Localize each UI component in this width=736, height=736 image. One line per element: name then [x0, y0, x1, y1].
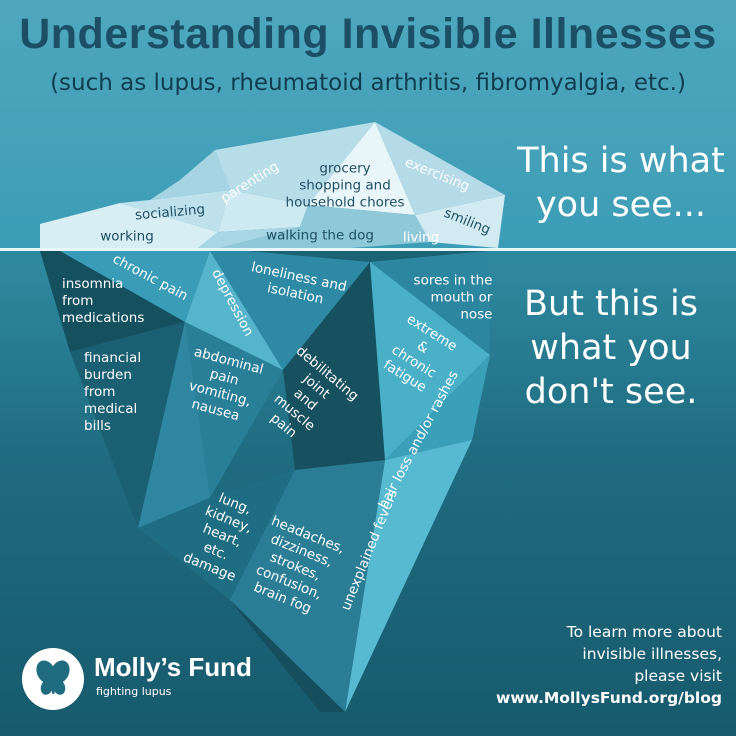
- brand-name: Molly’s Fund: [94, 652, 252, 682]
- call-to-action: To learn more about invisible illnesses,…: [496, 621, 722, 709]
- page-title: Understanding Invisible Illnesses: [19, 10, 717, 58]
- hidden-heading-line: But this is: [524, 284, 698, 324]
- label-grocery: grocery shopping and household chores: [285, 160, 405, 211]
- label-sores: sores in the mouth or nose: [413, 272, 493, 323]
- label-living: living: [402, 229, 440, 246]
- label-insomnia: insomnia from medications: [62, 276, 145, 326]
- label-working: working: [100, 228, 154, 245]
- cta-link[interactable]: www.MollysFund.org/blog: [496, 689, 722, 707]
- visible-heading: This is what you see...: [506, 139, 736, 227]
- iceberg-tip: [40, 122, 505, 248]
- cta-line: invisible illnesses,: [582, 645, 722, 663]
- label-financial: financial burden from medical bills: [84, 350, 142, 434]
- hidden-heading-line: what you: [530, 328, 692, 368]
- hidden-heading-line: don't see.: [524, 372, 698, 412]
- cta-line: To learn more about: [566, 623, 722, 641]
- brand-tagline: fighting lupus: [96, 685, 172, 698]
- visible-heading-line: you see...: [535, 185, 707, 225]
- label-walking-the-dog: walking the dog: [266, 227, 374, 244]
- cta-line: please visit: [634, 667, 722, 685]
- butterfly-logo-icon: [22, 648, 84, 710]
- hidden-heading: But this is what you don't see.: [496, 282, 726, 414]
- iceberg-base: [40, 251, 490, 712]
- page-subtitle: (such as lupus, rheumatoid arthritis, fi…: [50, 70, 686, 96]
- visible-heading-line: This is what: [517, 141, 725, 181]
- water-line: [0, 248, 736, 251]
